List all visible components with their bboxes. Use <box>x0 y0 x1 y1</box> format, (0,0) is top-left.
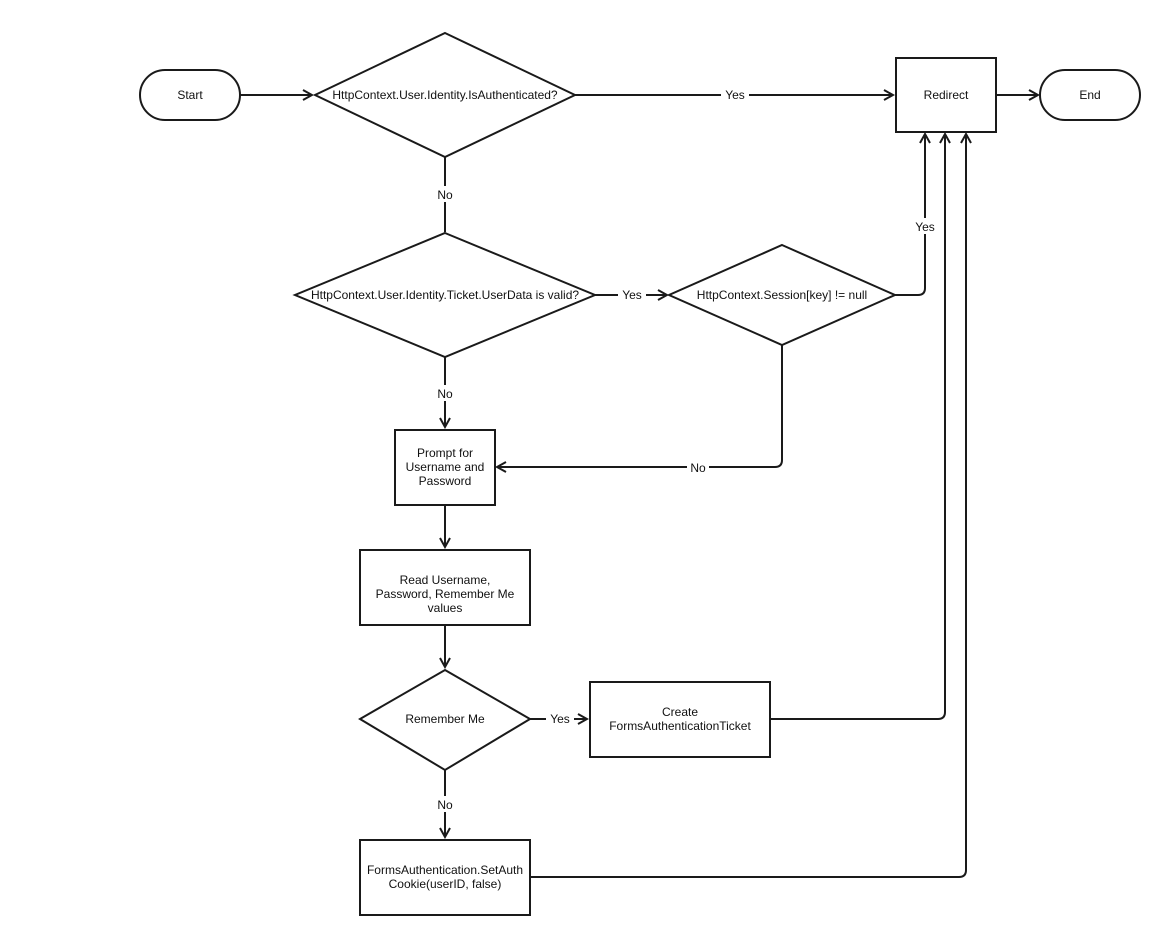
label-line: Prompt for <box>417 446 473 460</box>
svg-text:Yes: Yes <box>915 220 935 234</box>
label-line: Read Username, <box>400 573 491 587</box>
label-line: Remember Me <box>405 712 485 726</box>
svg-text:Yes: Yes <box>550 712 570 726</box>
svg-text:No: No <box>437 798 453 812</box>
label-remember-no: No <box>434 796 456 812</box>
decision-userdata-valid-label: HttpContext.User.Identity.Ticket.UserDat… <box>311 288 579 302</box>
node-start: Start <box>139 69 241 121</box>
edge-labels: Yes No Yes Yes No No Yes No <box>434 87 939 812</box>
label-userdata-no: No <box>434 385 456 401</box>
decision-remember-me: Remember Me <box>358 668 532 772</box>
node-end: End <box>1039 69 1141 121</box>
node-end-label: End <box>1079 88 1100 102</box>
label-line: Password <box>419 474 472 488</box>
edge-session-no-to-prompt <box>497 345 783 467</box>
label-line: Password, Remember Me <box>376 587 515 601</box>
label-remember-yes: Yes <box>546 711 574 727</box>
label-auth-yes: Yes <box>721 87 749 103</box>
node-redirect: Redirect <box>895 57 997 133</box>
decision-session-not-null: HttpContext.Session[key] != null <box>666 243 898 347</box>
svg-text:No: No <box>690 461 706 475</box>
node-start-label: Start <box>177 88 203 102</box>
label-line: FormsAuthentication.SetAuth <box>367 863 523 877</box>
label-line: Start <box>177 88 203 102</box>
label-session-no: No <box>687 459 709 475</box>
decision-remember-me-label: Remember Me <box>405 712 485 726</box>
node-redirect-label: Redirect <box>924 88 969 102</box>
label-auth-no: No <box>434 186 456 202</box>
svg-text:No: No <box>437 188 453 202</box>
decision-is-authenticated: HttpContext.User.Identity.IsAuthenticate… <box>312 31 578 159</box>
label-line: FormsAuthenticationTicket <box>609 719 751 733</box>
label-line: HttpContext.User.Identity.IsAuthenticate… <box>332 88 558 102</box>
label-session-yes: Yes <box>911 218 939 234</box>
edge-setcookie-to-redirect <box>530 134 966 878</box>
edge-session-yes-to-redirect <box>895 134 925 296</box>
label-line: Create <box>662 705 698 719</box>
edge-create-to-redirect <box>770 134 945 720</box>
edges <box>240 95 1038 878</box>
decision-session-not-null-label: HttpContext.Session[key] != null <box>697 288 867 302</box>
label-line: End <box>1079 88 1100 102</box>
label-line: values <box>428 601 463 615</box>
svg-text:Yes: Yes <box>622 288 642 302</box>
label-userdata-yes: Yes <box>618 287 646 303</box>
decision-userdata-valid: HttpContext.User.Identity.Ticket.UserDat… <box>292 231 598 359</box>
label-line: Username and <box>406 460 485 474</box>
label-line: HttpContext.User.Identity.Ticket.UserDat… <box>311 288 579 302</box>
decision-is-authenticated-label: HttpContext.User.Identity.IsAuthenticate… <box>332 88 558 102</box>
svg-text:No: No <box>437 387 453 401</box>
label-line: HttpContext.Session[key] != null <box>697 288 867 302</box>
label-line: Cookie(userID, false) <box>389 877 502 891</box>
svg-text:Yes: Yes <box>725 88 745 102</box>
label-line: Redirect <box>924 88 969 102</box>
